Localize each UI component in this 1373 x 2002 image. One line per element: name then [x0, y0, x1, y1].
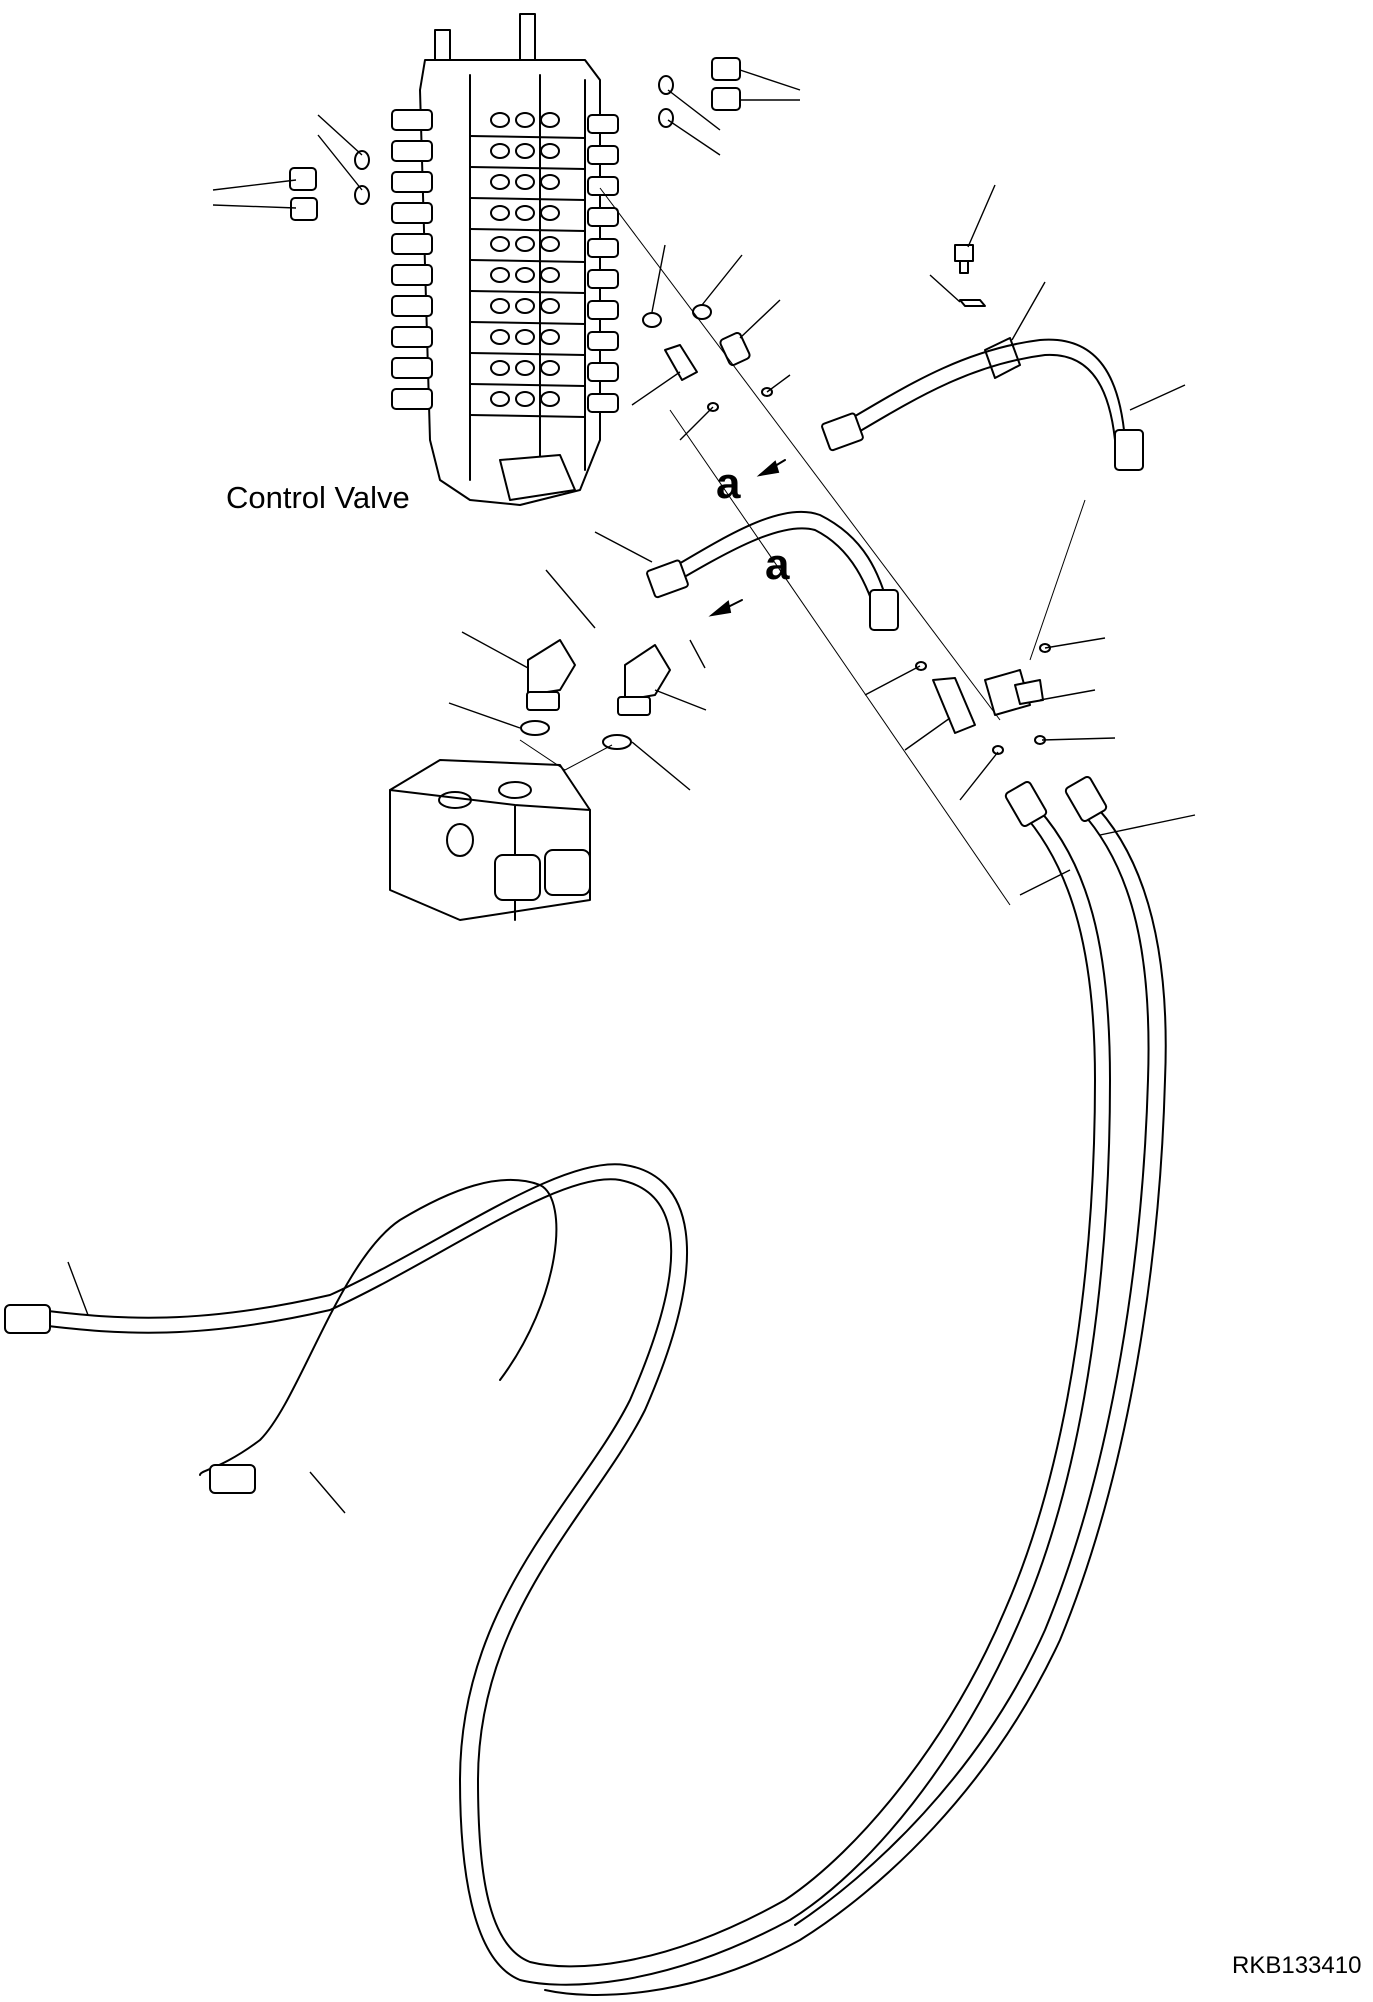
spool-right	[587, 207, 619, 227]
spool-divider	[469, 290, 586, 294]
spool-right	[587, 145, 619, 165]
adapter-fitting-icon	[932, 677, 976, 734]
valve-port	[490, 267, 510, 283]
spool-right	[587, 238, 619, 258]
valve-port	[490, 143, 510, 159]
center-lines	[519, 187, 1086, 906]
spool-divider	[469, 352, 586, 356]
valve-port	[490, 391, 510, 407]
spool-divider	[469, 197, 586, 201]
spool-left	[391, 140, 433, 162]
valve-port	[490, 329, 510, 345]
valve-port	[540, 112, 560, 128]
spool-left	[391, 388, 433, 410]
bolt-icon	[954, 244, 986, 307]
spool-divider	[469, 259, 586, 263]
spool-left	[391, 233, 433, 255]
spool-divider	[469, 383, 586, 387]
spool-right	[587, 300, 619, 320]
valve-port	[490, 298, 510, 314]
spool-left	[391, 264, 433, 286]
valve-port	[540, 174, 560, 190]
valve-port	[490, 174, 510, 190]
spool-left	[391, 295, 433, 317]
spool-divider	[469, 166, 586, 170]
valve-port	[490, 236, 510, 252]
leader-lines	[67, 69, 1196, 1514]
valve-port	[515, 236, 535, 252]
spool-left	[391, 357, 433, 379]
valve-port	[490, 205, 510, 221]
valve-port	[540, 236, 560, 252]
valve-port	[540, 329, 560, 345]
arrow-a-upper	[756, 459, 786, 477]
tee-fitting-icon	[984, 669, 1044, 716]
spool-right	[587, 114, 619, 134]
clamp-icon	[984, 337, 1021, 379]
spool-left	[391, 202, 433, 224]
valve-port	[515, 112, 535, 128]
valve-port	[515, 391, 535, 407]
spool-right	[587, 362, 619, 382]
arrow-a-lower	[708, 599, 743, 617]
o-ring-icon	[520, 643, 1051, 755]
arrow-a-lower-label: a	[765, 540, 790, 589]
spool-left	[391, 171, 433, 193]
valve-port	[540, 205, 560, 221]
arrow-a-upper-label: a	[716, 459, 741, 508]
valve-port	[540, 143, 560, 159]
valve-port	[515, 267, 535, 283]
valve-port	[490, 112, 510, 128]
spool-right	[587, 176, 619, 196]
valve-port	[515, 298, 535, 314]
hose-icon	[4, 776, 1167, 1996]
valve-port	[515, 174, 535, 190]
hose-icon	[646, 338, 1144, 631]
valve-block-icon	[389, 759, 591, 921]
spool-left	[391, 109, 433, 131]
spool-divider	[469, 228, 586, 232]
valve-port	[515, 360, 535, 376]
spool-right	[587, 269, 619, 289]
valve-port	[515, 205, 535, 221]
adapter-fitting-icon	[664, 331, 751, 381]
valve-port	[490, 360, 510, 376]
spool-divider	[469, 135, 586, 139]
spool-divider	[469, 321, 586, 325]
valve-port	[515, 329, 535, 345]
valve-port	[540, 360, 560, 376]
spool-divider	[469, 414, 586, 418]
valve-port	[515, 143, 535, 159]
valve-port	[540, 298, 560, 314]
spool-right	[587, 331, 619, 351]
spool-left	[391, 326, 433, 348]
drawing-code: RKB133410	[1232, 1952, 1362, 1979]
valve-port	[540, 391, 560, 407]
elbow-fitting-icon	[526, 639, 671, 716]
control-valve-label: Control Valve	[226, 480, 410, 515]
valve-port	[540, 267, 560, 283]
control-valve-icon	[391, 13, 619, 506]
plug-icon	[289, 57, 741, 221]
spool-right	[587, 393, 619, 413]
